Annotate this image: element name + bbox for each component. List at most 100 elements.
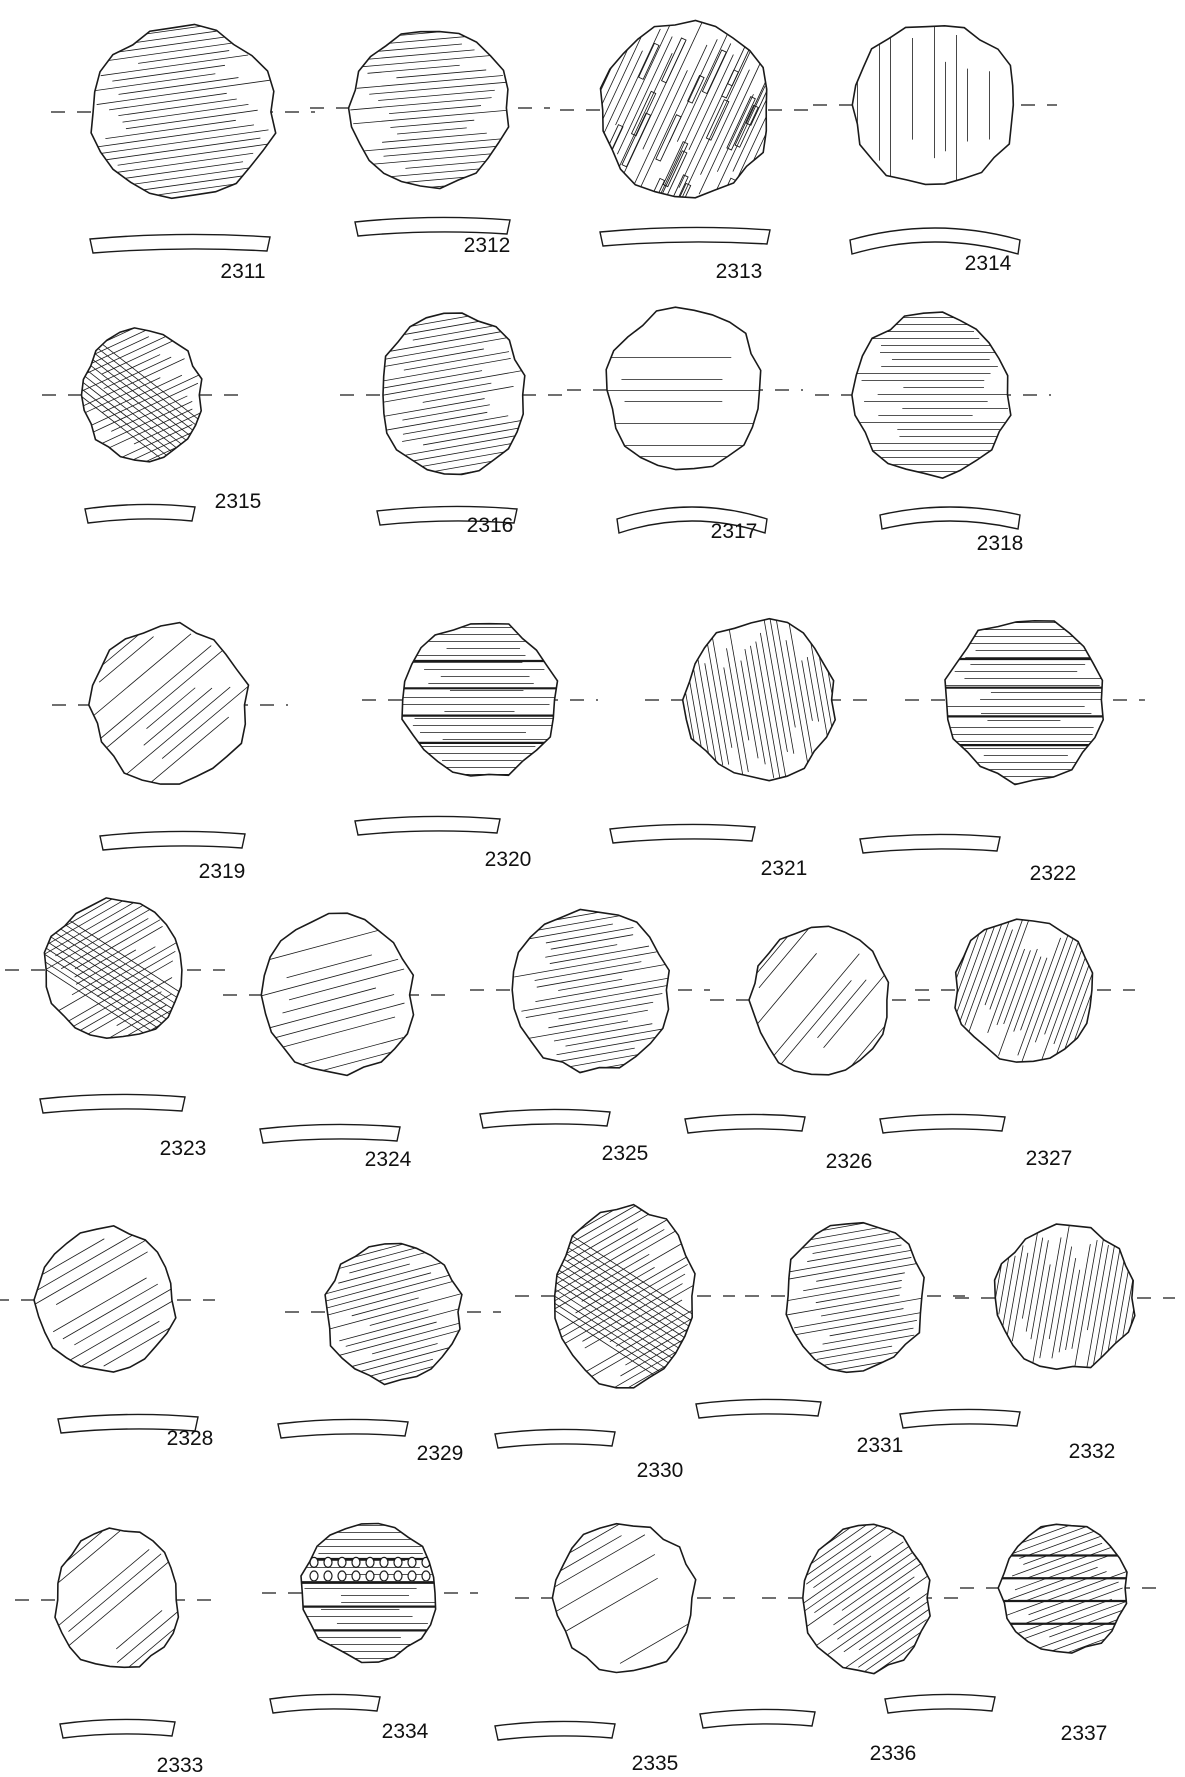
sherd-outline bbox=[43, 897, 183, 1040]
catalogue-number: 2329 bbox=[417, 1442, 464, 1465]
sherd-surface bbox=[682, 618, 836, 781]
sherd-surface bbox=[606, 307, 761, 470]
section-profile bbox=[699, 1708, 816, 1729]
catalogue-number: 2330 bbox=[637, 1459, 684, 1482]
sherd-surface bbox=[88, 622, 249, 785]
section-profile bbox=[99, 830, 246, 851]
sherd-2321: 2321 bbox=[609, 617, 875, 880]
sherd-outline bbox=[90, 23, 277, 200]
catalogue-number: 2325 bbox=[602, 1142, 649, 1165]
catalogue-number: 2337 bbox=[1061, 1722, 1108, 1745]
section-profile bbox=[277, 1418, 409, 1439]
sherd-outline bbox=[944, 619, 1105, 786]
sherd-surface bbox=[802, 1524, 931, 1674]
section-profile bbox=[84, 503, 196, 524]
section-profile bbox=[39, 1093, 186, 1114]
sherd-2334: 2334 bbox=[262, 1522, 478, 1743]
sherd-outline bbox=[748, 925, 890, 1076]
sherd-outline bbox=[33, 1225, 177, 1373]
sherd-2315: 2315 bbox=[42, 327, 262, 524]
section-profile bbox=[59, 1718, 176, 1739]
section-profile bbox=[695, 1398, 822, 1419]
section-profile bbox=[57, 1413, 199, 1434]
sherd-surface bbox=[261, 913, 414, 1076]
sherd-outline bbox=[801, 1523, 931, 1675]
sherd-outline bbox=[993, 1223, 1136, 1371]
sherd-2332: 2332 bbox=[899, 1223, 1175, 1463]
section-profile bbox=[684, 1113, 806, 1134]
catalogue-number: 2335 bbox=[632, 1752, 679, 1775]
sherd-surface bbox=[55, 1528, 179, 1668]
surface-texture bbox=[383, 313, 525, 475]
surface-texture bbox=[301, 1525, 436, 1659]
catalogue-number: 2311 bbox=[220, 260, 265, 283]
section-profile bbox=[354, 216, 511, 237]
section-profile bbox=[884, 1693, 996, 1714]
section-profile bbox=[269, 1693, 381, 1714]
section-profile bbox=[376, 505, 518, 526]
sherd-2319: 2319 bbox=[52, 621, 288, 883]
sherd-2320: 2320 bbox=[354, 622, 598, 871]
sherd-surface bbox=[383, 313, 525, 475]
sherd-2324: 2324 bbox=[223, 912, 453, 1171]
sherd-2311: 2311 bbox=[51, 23, 315, 283]
sherd-outline bbox=[382, 312, 526, 476]
sherd-surface bbox=[945, 620, 1104, 785]
sherd-outline bbox=[87, 621, 250, 785]
sherd-outline bbox=[324, 1242, 463, 1386]
section-profile bbox=[899, 1408, 1021, 1429]
section-profile bbox=[859, 833, 1001, 854]
catalogue-number: 2320 bbox=[485, 848, 532, 871]
catalogue-number: 2324 bbox=[365, 1148, 412, 1171]
section-profile bbox=[879, 1113, 1006, 1134]
catalogue-number: 2328 bbox=[167, 1427, 214, 1450]
section-profile bbox=[879, 506, 1021, 530]
sherd-outline bbox=[954, 918, 1094, 1063]
catalogue-number: 2322 bbox=[1030, 862, 1077, 885]
catalogue-number: 2312 bbox=[464, 234, 511, 257]
sherd-outline bbox=[605, 306, 762, 471]
surface-texture bbox=[857, 25, 990, 185]
catalogue-number: 2313 bbox=[716, 260, 763, 283]
catalogue-number: 2333 bbox=[157, 1754, 204, 1777]
sherd-outline bbox=[80, 327, 203, 463]
sherd-2333: 2333 bbox=[15, 1527, 219, 1777]
sherd-2326: 2326 bbox=[684, 925, 930, 1173]
sherd-outline bbox=[511, 908, 671, 1074]
sherd-surface bbox=[749, 926, 889, 1075]
catalogue-number: 2326 bbox=[826, 1150, 873, 1173]
section-profile bbox=[616, 506, 768, 534]
surface-texture bbox=[325, 1243, 462, 1385]
section-profile bbox=[494, 1428, 616, 1449]
catalogue-number: 2318 bbox=[977, 532, 1024, 555]
catalogue-number: 2317 bbox=[711, 520, 758, 543]
sherd-2330: 2330 bbox=[494, 1203, 735, 1482]
catalogue-number: 2336 bbox=[870, 1742, 917, 1765]
sherd-surface bbox=[325, 1243, 462, 1385]
sherd-surface bbox=[852, 25, 1014, 185]
sherd-2325: 2325 bbox=[470, 908, 710, 1165]
sherd-outline bbox=[54, 1527, 180, 1669]
sherd-2336: 2336 bbox=[699, 1523, 970, 1765]
sherd-outline bbox=[551, 1522, 697, 1674]
sherd-surface bbox=[512, 909, 670, 1073]
section-profile bbox=[259, 1123, 401, 1144]
surface-texture bbox=[606, 357, 761, 458]
sherd-2322: 2322 bbox=[859, 619, 1145, 885]
sherd-2312: 2312 bbox=[310, 30, 550, 257]
sherd-outline bbox=[851, 311, 1012, 479]
sherd-surface bbox=[955, 919, 1093, 1063]
sherd-outline bbox=[997, 1523, 1128, 1654]
sherd-outline bbox=[401, 622, 559, 777]
catalogue-number: 2321 bbox=[761, 857, 808, 880]
section-profile bbox=[599, 226, 771, 247]
catalogue-number: 2315 bbox=[215, 490, 262, 513]
sherd-2328: 2328 bbox=[0, 1225, 215, 1450]
sherd-outline bbox=[681, 617, 837, 782]
sherd-surface bbox=[786, 1222, 925, 1373]
catalogue-number: 2323 bbox=[160, 1137, 207, 1160]
sherd-outline bbox=[851, 24, 1015, 186]
catalogue-number: 2334 bbox=[382, 1720, 429, 1743]
sherd-2314: 2314 bbox=[813, 24, 1057, 275]
sherd-outline bbox=[553, 1203, 696, 1389]
